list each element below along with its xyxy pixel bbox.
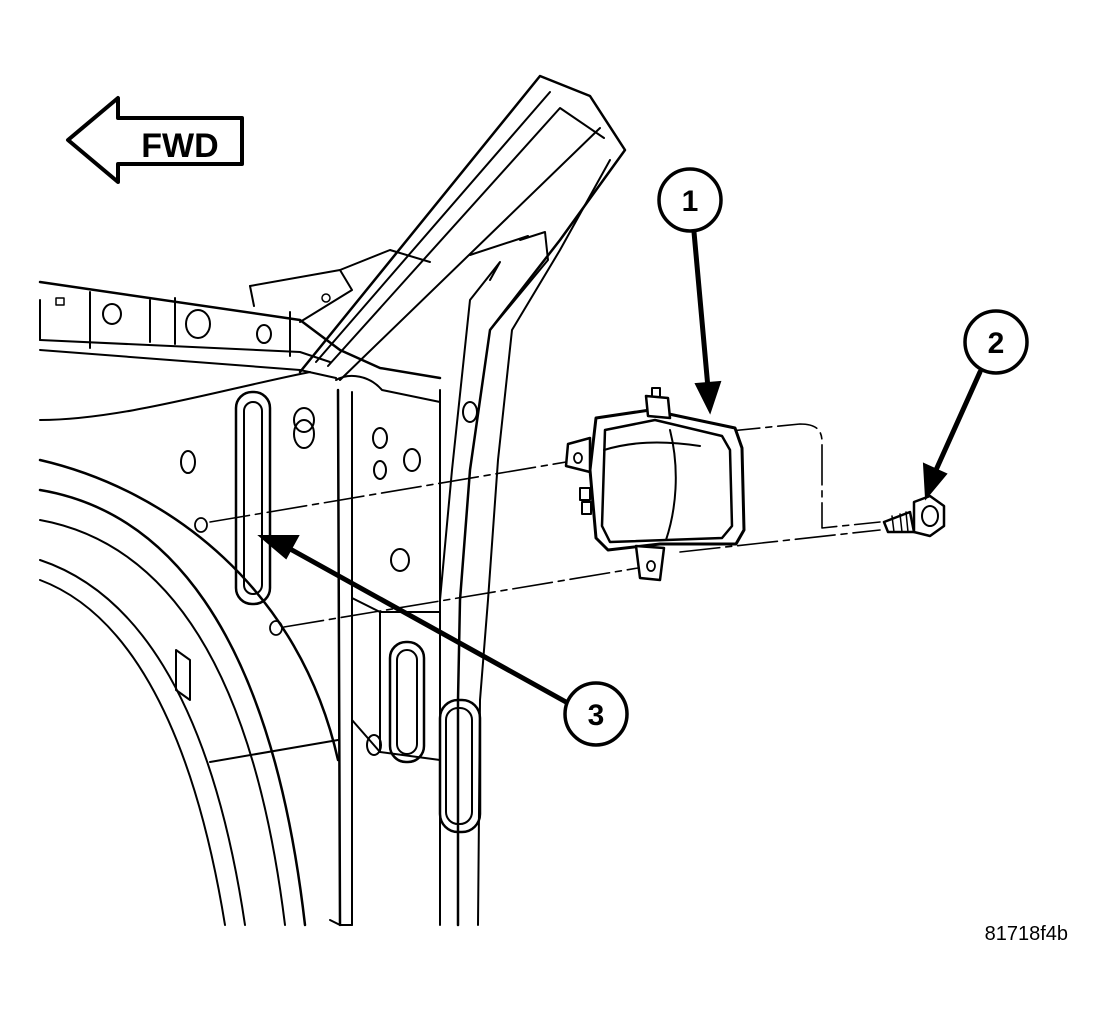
- callout-3-label: 3: [588, 699, 605, 732]
- callout-2: 2: [963, 309, 1029, 375]
- callout-1: 1: [657, 167, 723, 233]
- callout-1-label: 1: [682, 185, 699, 218]
- module: [564, 387, 746, 582]
- bolt: [882, 494, 946, 538]
- alignment-lines: [209, 423, 881, 628]
- figure-code: 81718f4b: [985, 923, 1068, 945]
- body-structure: [38, 74, 627, 927]
- fwd-label: FWD: [141, 127, 218, 165]
- callout-3: 3: [563, 681, 629, 747]
- leader-arrows: [257, 229, 983, 705]
- fwd-arrow: FWD: [66, 96, 244, 184]
- callout-2-label: 2: [988, 327, 1005, 360]
